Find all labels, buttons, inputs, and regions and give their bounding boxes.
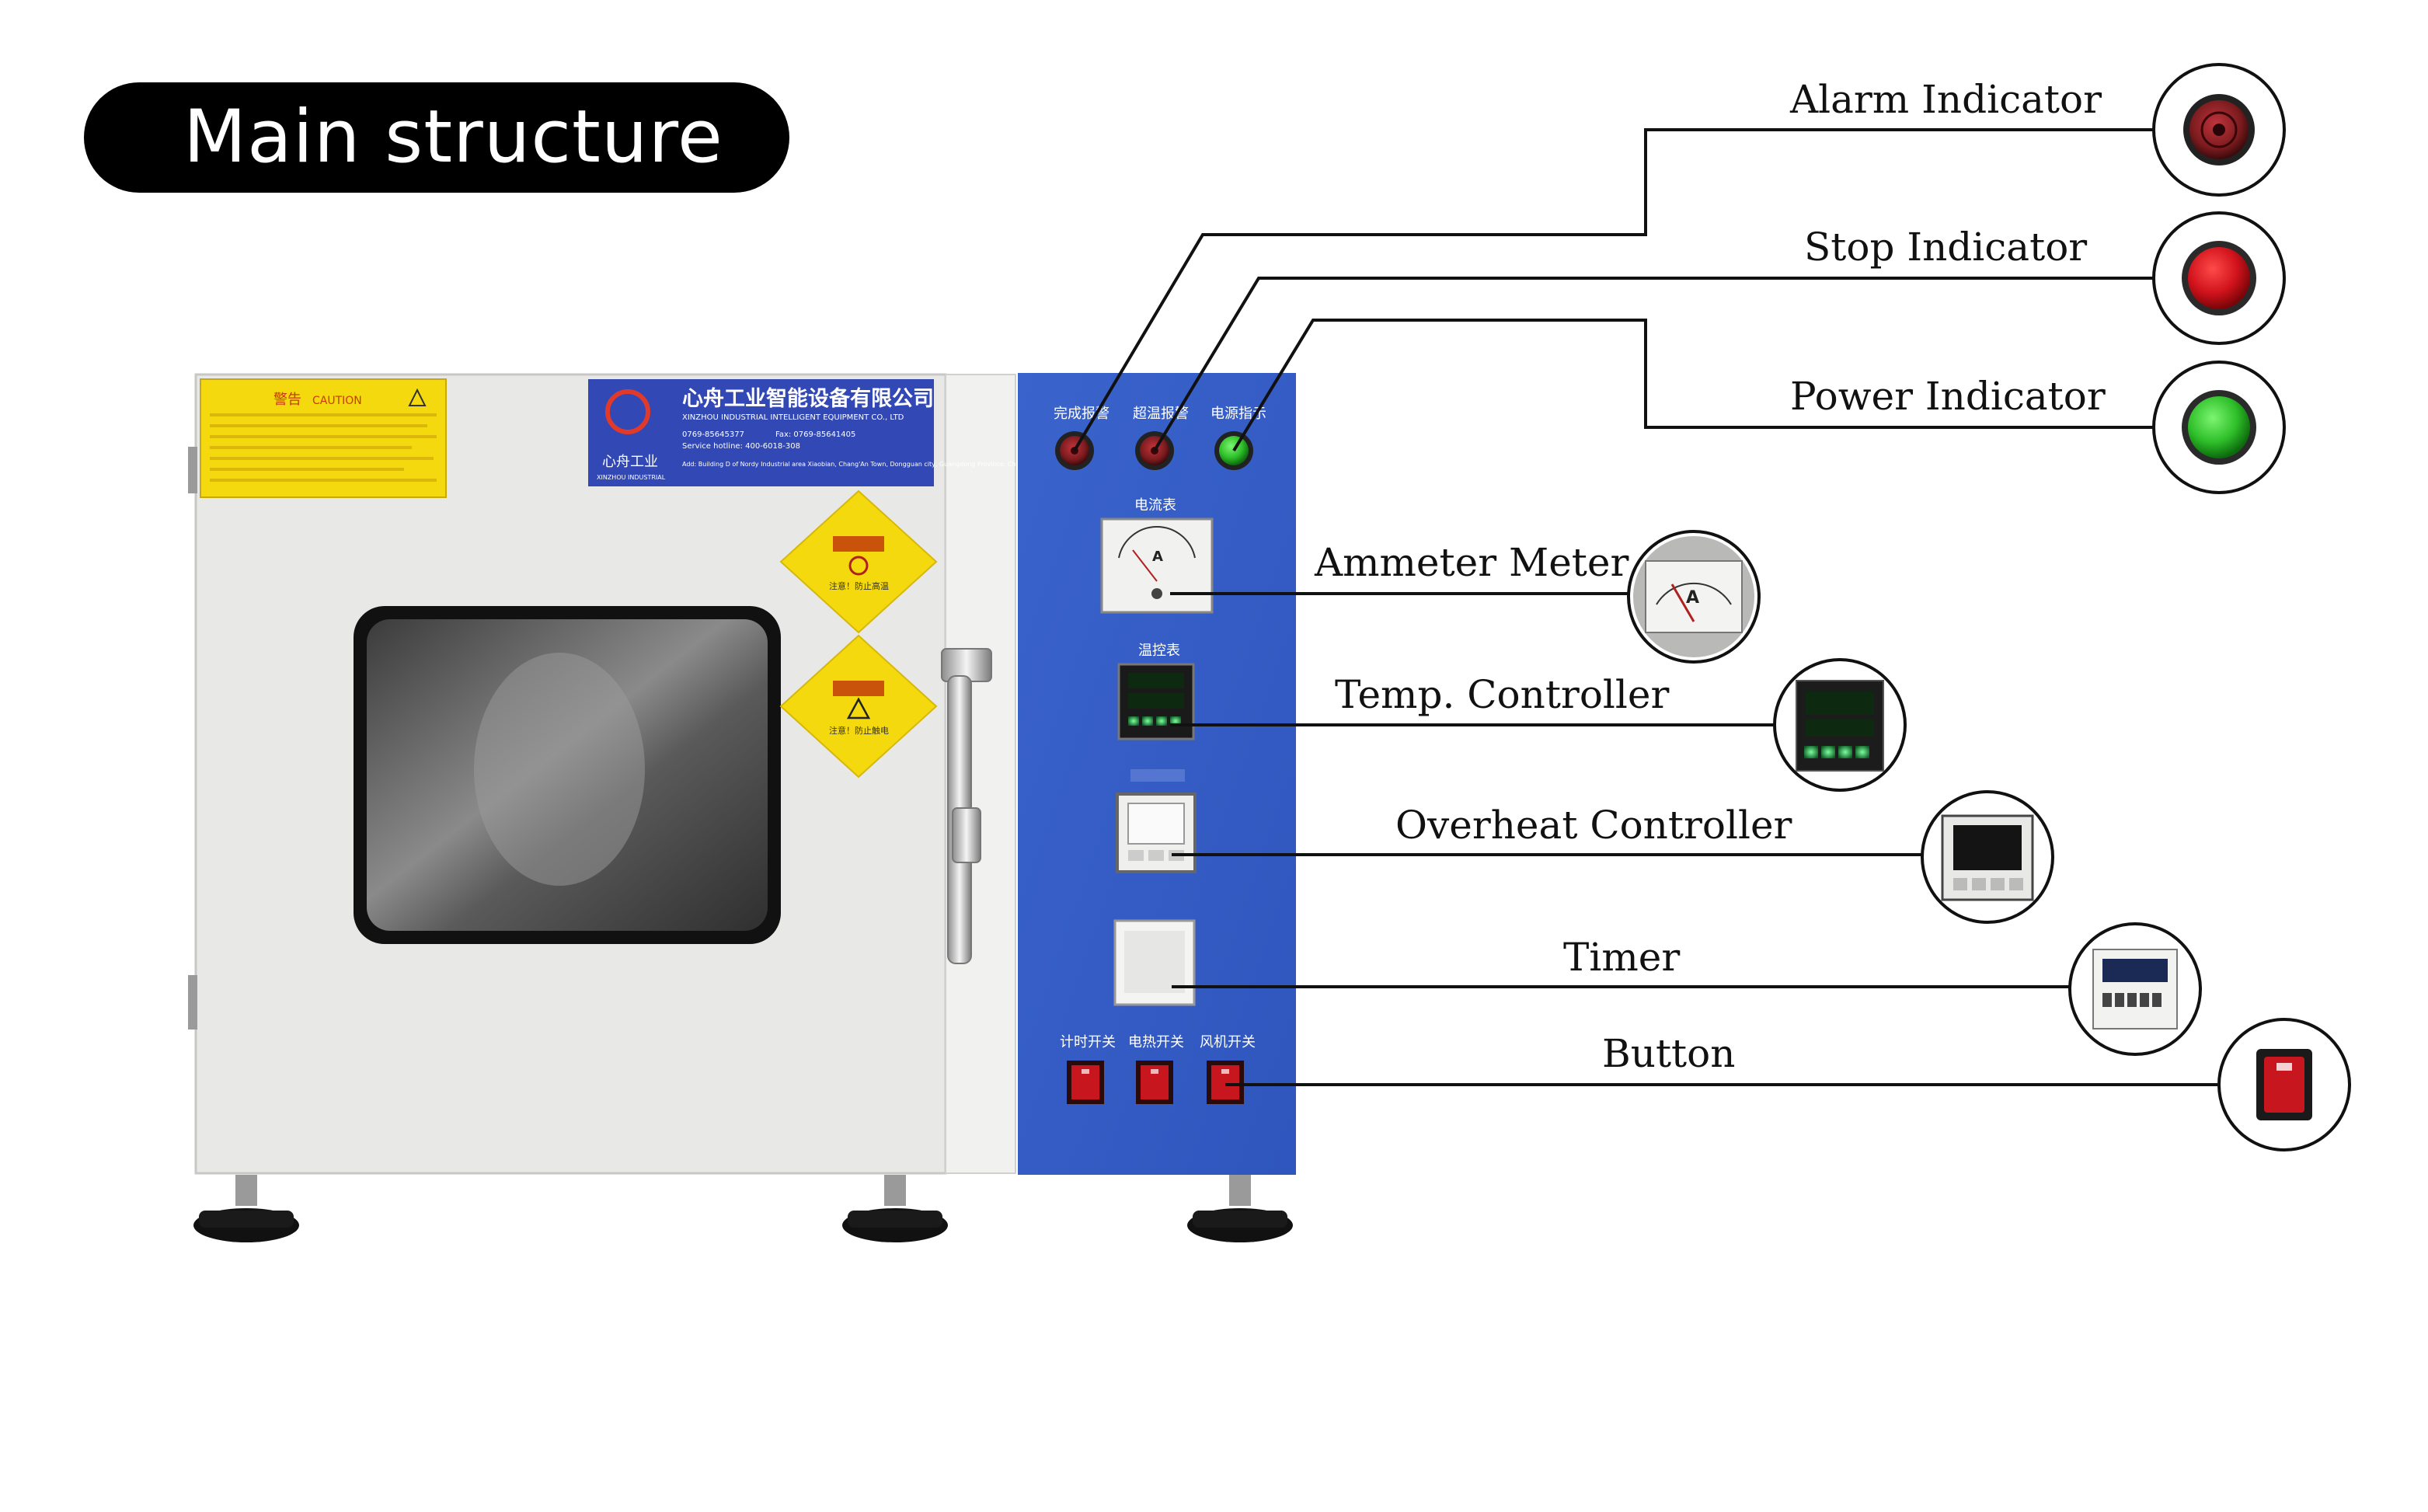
- leader-stop: [1153, 277, 2154, 452]
- electric-warning-sign: 注意！防止触电: [779, 634, 938, 779]
- button-thumbnail: [2217, 1018, 2351, 1151]
- hinge-bottom: [188, 975, 197, 1029]
- panel-overheat-controller[interactable]: [1116, 793, 1197, 873]
- cabinet-side: [945, 374, 1016, 1174]
- power-indicator-label: Power Indicator: [1790, 374, 2106, 419]
- page-title: Main structure: [183, 95, 723, 179]
- company-hotline: Service hotline: 400-6018-308: [682, 442, 800, 451]
- title-banner: [84, 82, 789, 193]
- heater-switch[interactable]: [1136, 1061, 1173, 1104]
- hinge-top: [188, 447, 197, 493]
- high-temp-warning-sign: 注意！防止高温: [779, 489, 938, 634]
- panel-ammeter: A: [1100, 517, 1214, 614]
- leader-power: [1232, 319, 2154, 452]
- electric-shock-icon: [846, 697, 871, 719]
- power-indicator-thumbnail: [2152, 361, 2286, 494]
- overheat-controller-thumbnail: [1921, 790, 2054, 924]
- leader-alarm: [1073, 128, 2154, 452]
- button-label: Button: [1602, 1031, 1736, 1076]
- ammeter-unit: A: [1152, 549, 1163, 565]
- caution-label: 警告 CAUTION: [200, 378, 447, 498]
- warning-triangle-icon: [408, 388, 427, 406]
- switch-label-timer: 计时开关: [1060, 1034, 1116, 1050]
- timer-switch[interactable]: [1067, 1061, 1104, 1104]
- electric-warning-text: 注意！防止触电: [829, 725, 889, 736]
- window-reflection: [474, 653, 645, 886]
- company-nameplate: 心舟工业 XINZHOU INDUSTRIAL 心舟工业智能设备有限公司 XIN…: [588, 379, 1026, 486]
- company-address: Add: Building D of Nordy Industrial area…: [682, 461, 1026, 468]
- company-fax: Fax: 0769-85641405: [775, 430, 855, 439]
- caution-title-en: CAUTION: [312, 395, 362, 407]
- ammeter-meter-label: Ammeter Meter: [1315, 540, 1629, 585]
- leader-lines: [1073, 128, 2217, 1086]
- company-name-cn: 心舟工业智能设备有限公司: [682, 386, 934, 411]
- alarm-indicator-thumbnail: [2152, 63, 2286, 197]
- overheat-controller-label: Overheat Controller: [1395, 803, 1792, 848]
- foot-right: [1187, 1175, 1293, 1242]
- ammeter-meter-thumbnail: A: [1627, 530, 1761, 664]
- ammeter-thumbnail-unit: A: [1686, 588, 1699, 608]
- caution-title-cn: 警告: [273, 392, 301, 408]
- switch-label-heater: 电热开关: [1128, 1034, 1184, 1050]
- timer-label: Timer: [1563, 935, 1681, 980]
- hot-surface-icon: [848, 556, 869, 576]
- stop-indicator-label: Stop Indicator: [1804, 225, 2088, 270]
- company-name-en: XINZHOU INDUSTRIAL INTELLIGENT EQUIPMENT…: [682, 413, 904, 422]
- panel-timer[interactable]: [1113, 919, 1196, 1006]
- panel-temp-controller[interactable]: [1117, 663, 1195, 740]
- high-temp-warning-text: 注意！防止高温: [829, 580, 889, 591]
- switch-label-fan: 风机开关: [1200, 1034, 1256, 1050]
- temp-controller-label: Temp. Controller: [1335, 672, 1670, 717]
- alarm-indicator-label: Alarm Indicator: [1790, 77, 2102, 122]
- fan-switch[interactable]: [1207, 1061, 1244, 1104]
- handle-latch: [952, 807, 981, 863]
- stop-indicator-thumbnail: [2152, 211, 2286, 345]
- oven: 警告 CAUTION 心舟工业 XINZHOU INDUSTRIAL 心舟工业智…: [188, 373, 1296, 1242]
- foot-left: [193, 1175, 299, 1242]
- temp-controller-thumbnail: [1773, 658, 1907, 792]
- overheat-label-plate: [1130, 769, 1185, 782]
- foot-middle: [842, 1175, 948, 1242]
- timer-thumbnail: [2068, 922, 2202, 1056]
- company-logo-icon: [605, 389, 650, 434]
- logo-text-en: XINZHOU INDUSTRIAL: [597, 474, 666, 481]
- logo-text-cn: 心舟工业: [602, 454, 658, 470]
- ammeter-panel-label: 电流表: [1134, 497, 1176, 514]
- company-phone: 0769-85645377: [682, 430, 744, 439]
- temp-controller-panel-label: 温控表: [1138, 643, 1180, 659]
